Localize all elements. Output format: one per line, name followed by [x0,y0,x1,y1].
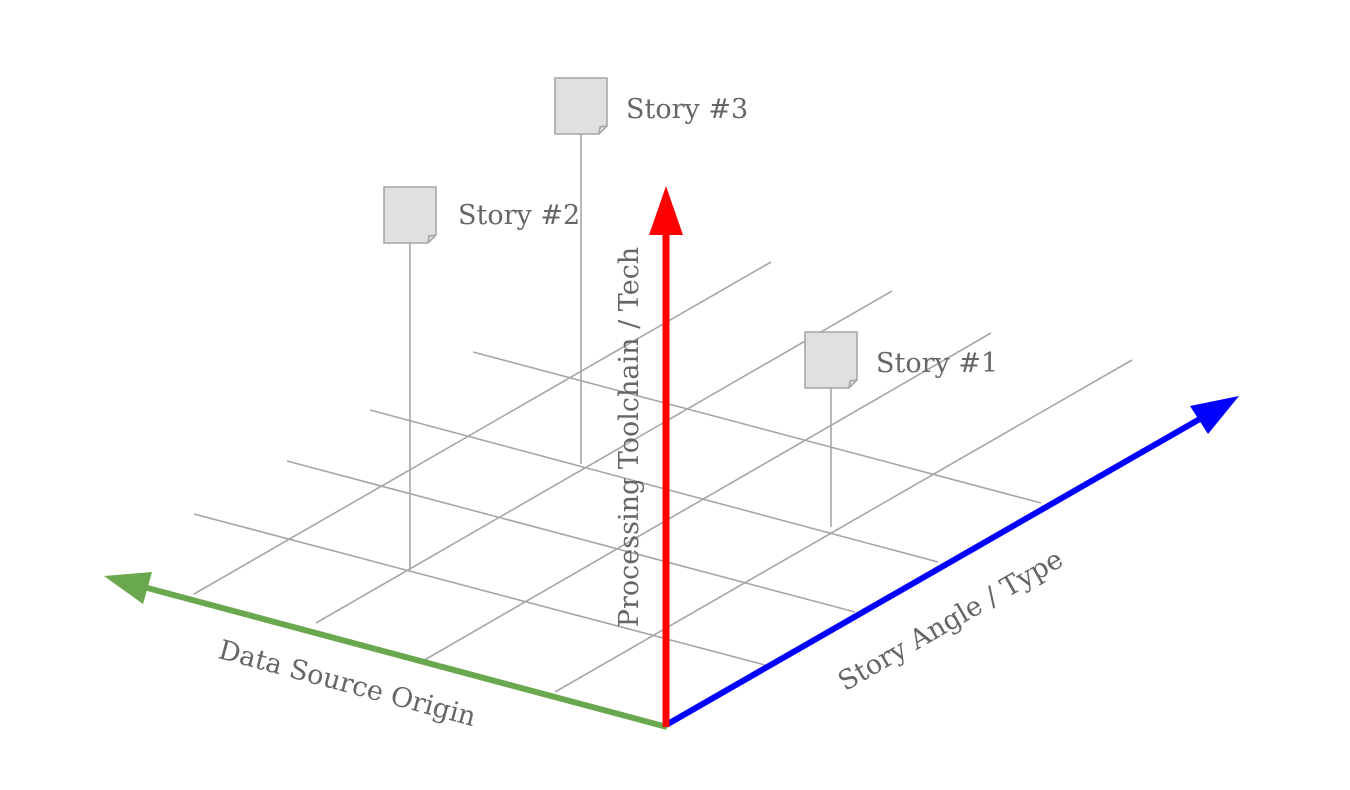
document-icon [804,331,858,389]
grid-line [554,359,1133,693]
grid-line [193,513,766,666]
grid [193,261,1133,693]
axis-label-left: Data Source Origin [215,635,479,734]
grid-line [315,290,893,624]
grid-line [472,351,1042,504]
story-label: Story #3 [626,94,748,125]
arrowhead-icon [649,186,683,235]
axis-label-vertical: Processing Toolchain / Tech [614,247,645,627]
story-label: Story #2 [458,200,580,231]
axis-label-right: Story Angle / Type [833,544,1068,698]
story-1: Story #1 [804,331,998,527]
axis-line [139,583,668,730]
story-label: Story #1 [876,348,998,379]
axis-vertical-red [649,186,683,727]
grid-line [420,332,992,663]
document-icon [554,77,608,135]
grid-line [193,261,772,595]
axis-left-green [104,572,668,730]
grid-line [286,460,856,613]
story-3: Story #3 [554,77,748,464]
axis-right-blue [664,396,1239,728]
arrowhead-icon [1190,396,1239,434]
document-icon [383,186,437,244]
grid-line [369,409,939,563]
story-2: Story #2 [383,186,580,570]
arrowhead-icon [104,572,152,604]
axis-line [664,413,1207,728]
